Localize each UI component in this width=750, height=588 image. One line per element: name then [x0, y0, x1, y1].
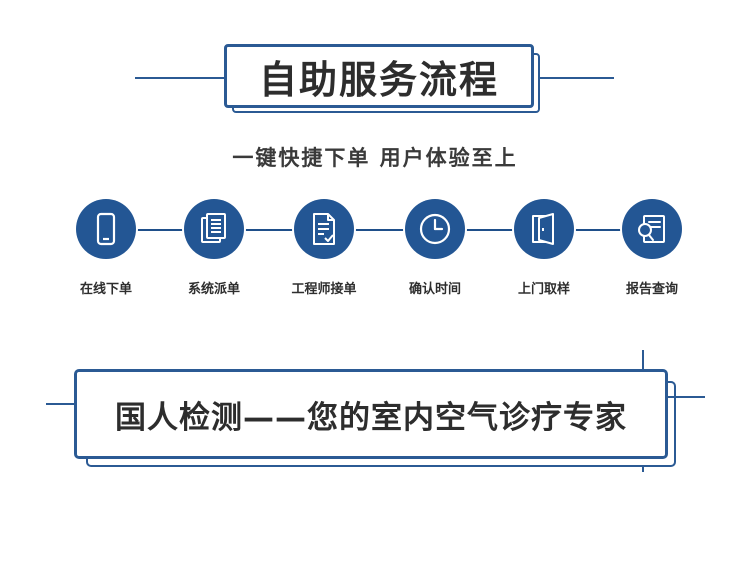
step-label: 系统派单 — [187, 282, 240, 297]
documents-icon — [184, 199, 244, 259]
door-icon — [514, 199, 574, 259]
step-online-order: 在线下单 — [48, 199, 168, 309]
step-report-query: 报告查询 — [594, 199, 714, 309]
steps-connector-line — [108, 229, 654, 231]
phone-icon — [76, 199, 136, 259]
banner-slogan: 国人检测——您的室内空气诊疗专家 — [115, 399, 627, 436]
title-frame: 自助服务流程 — [224, 44, 534, 108]
subtitle: 一键快捷下单 用户体验至上 — [232, 146, 518, 170]
step-label: 上门取样 — [517, 282, 570, 297]
signed-document-icon — [294, 199, 354, 259]
step-engineer-accept: 工程师接单 — [266, 199, 386, 309]
banner-divider-left — [46, 403, 80, 405]
page-title: 自助服务流程 — [258, 57, 499, 102]
step-label: 确认时间 — [408, 282, 461, 297]
banner-frame: 国人检测——您的室内空气诊疗专家 — [74, 369, 668, 459]
step-onsite-sampling: 上门取样 — [486, 199, 606, 309]
title-divider-right — [524, 77, 614, 79]
step-dispatch: 系统派单 — [156, 199, 276, 309]
step-label: 报告查询 — [625, 282, 678, 297]
title-divider-left — [135, 77, 227, 79]
step-confirm-time: 确认时间 — [377, 199, 497, 309]
clock-icon — [405, 199, 465, 259]
step-label: 工程师接单 — [291, 282, 357, 297]
report-search-icon — [622, 199, 682, 259]
step-label: 在线下单 — [79, 282, 132, 297]
banner-divider-right — [665, 396, 705, 398]
